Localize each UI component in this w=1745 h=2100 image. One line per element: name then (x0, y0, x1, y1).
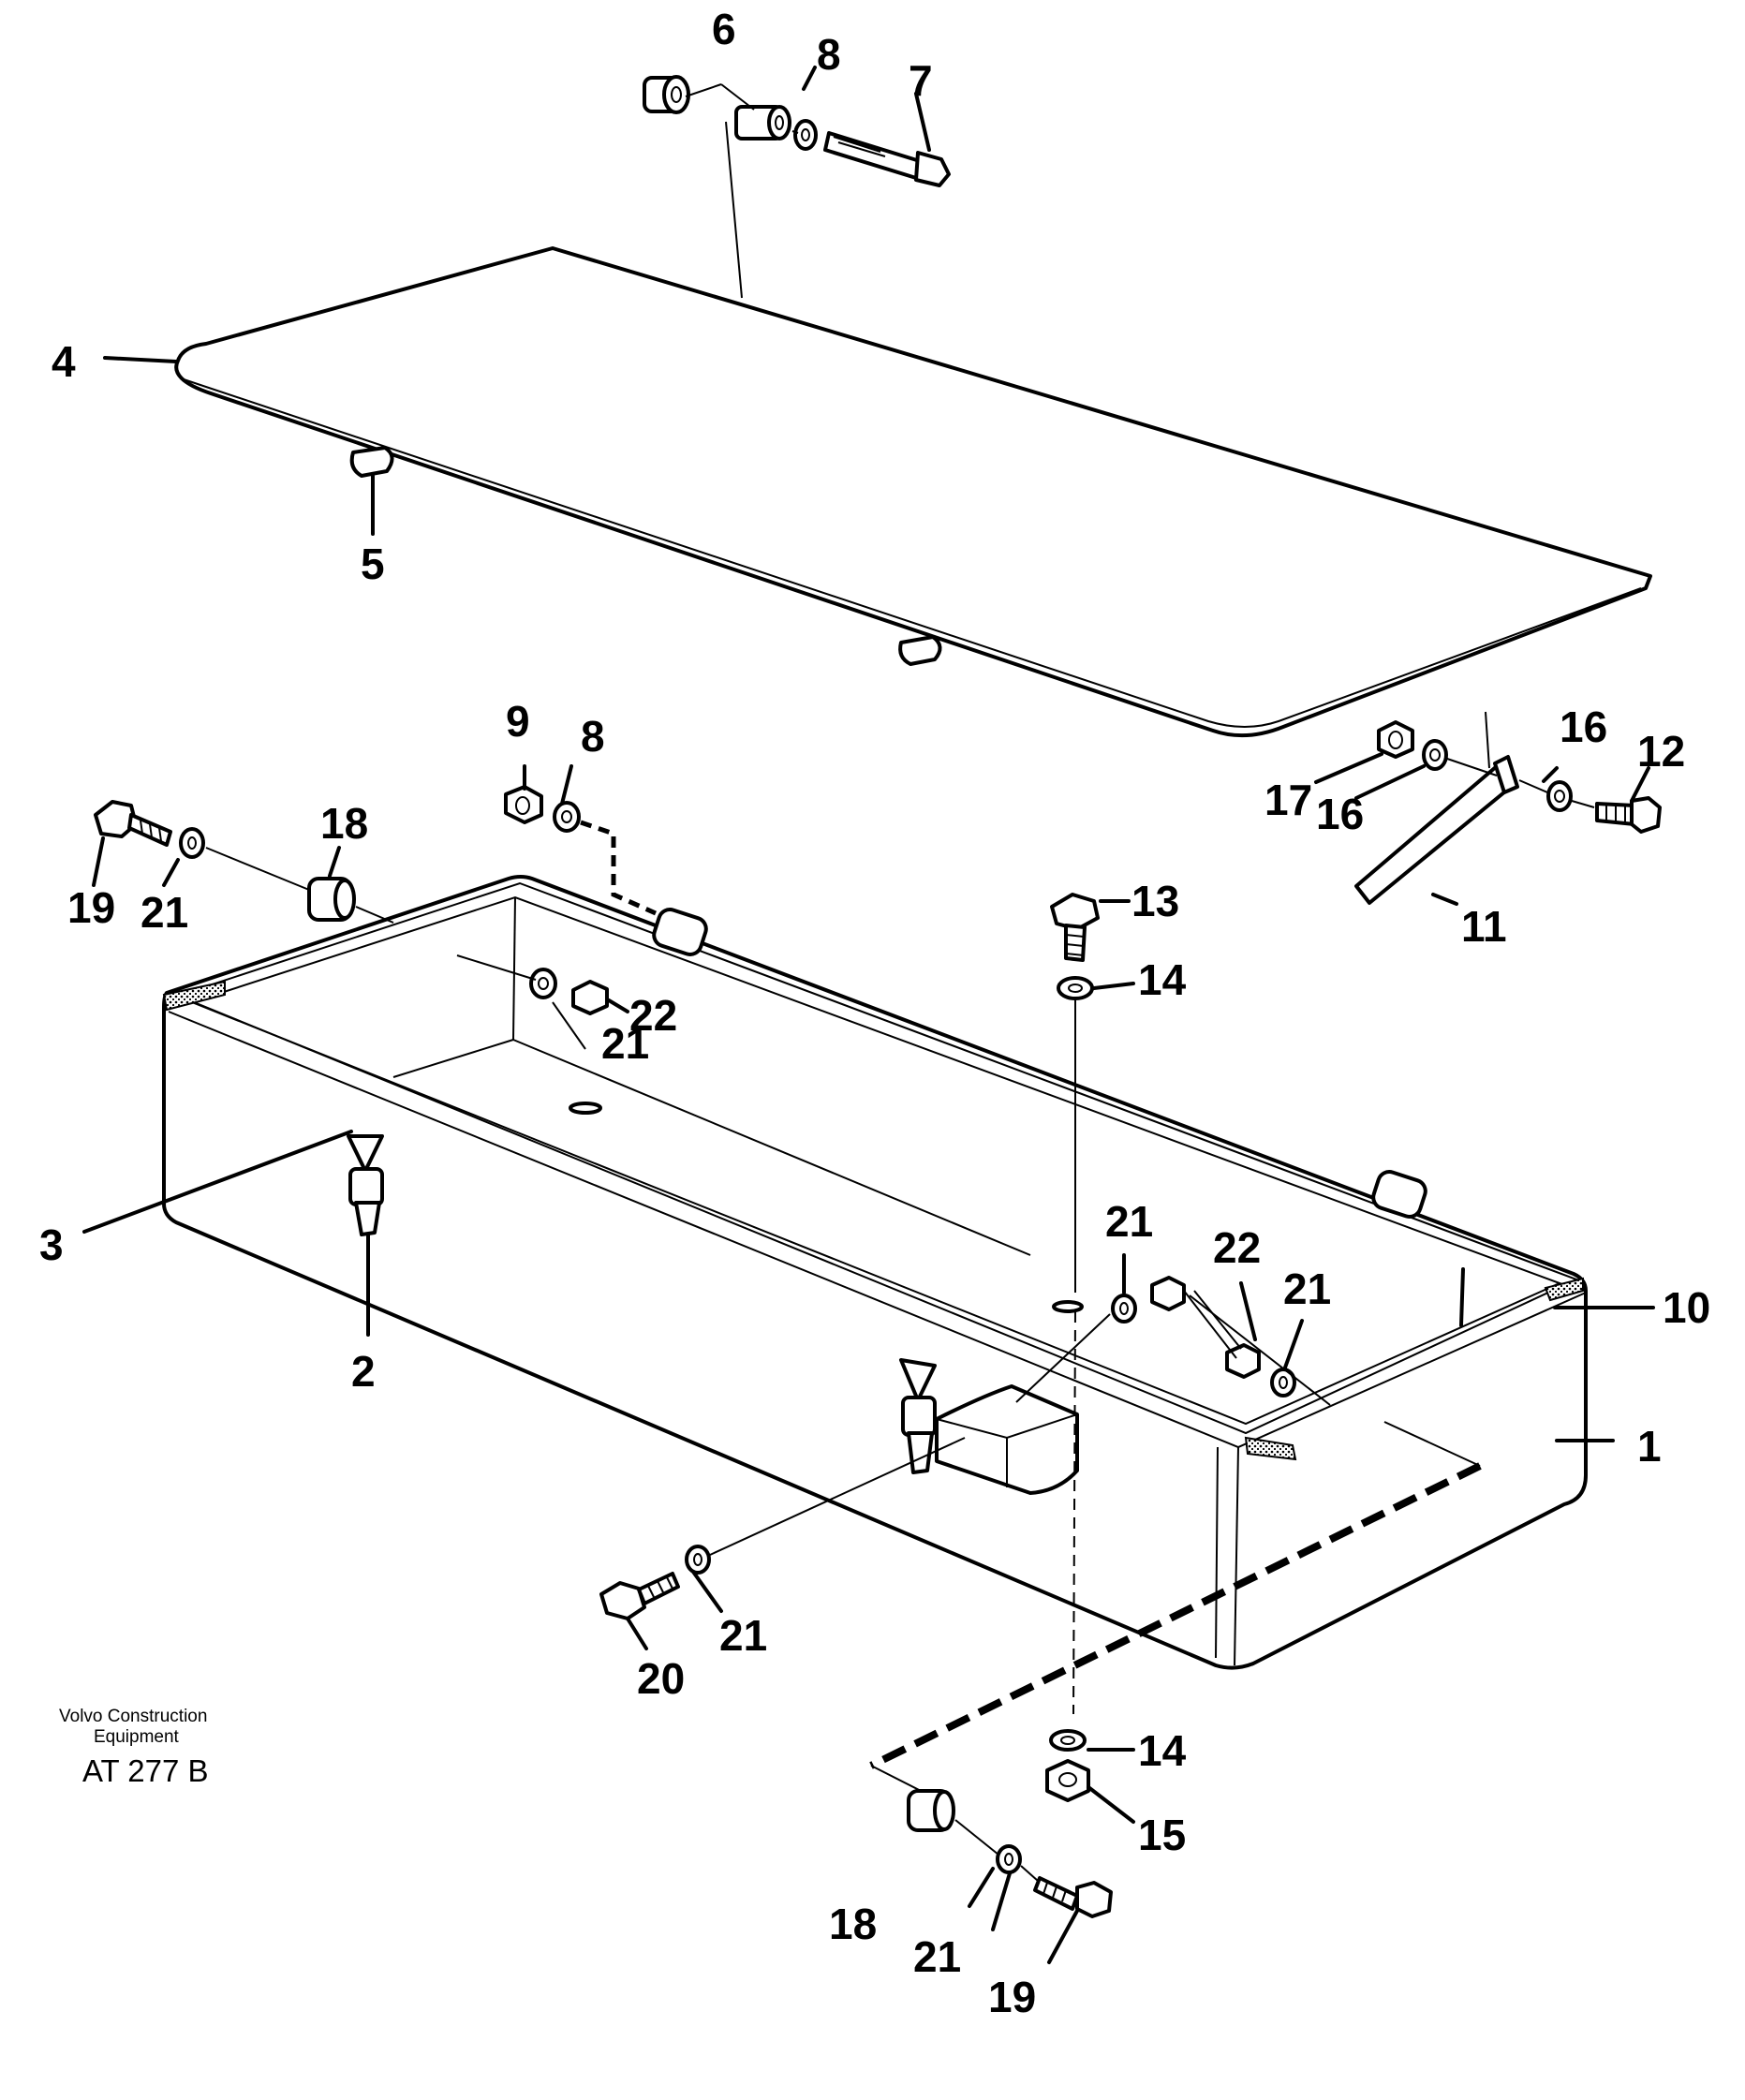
callout-14-bottom: 14 (1138, 1726, 1187, 1775)
bolt-12 (1595, 796, 1662, 834)
callout-16-right: 16 (1560, 702, 1607, 751)
lid-stay-link (1493, 755, 1519, 794)
callout-7: 7 (909, 56, 933, 105)
bolt-19-upper (94, 800, 172, 847)
washer-16-left (1422, 739, 1448, 771)
nut-22-inside (571, 980, 609, 1015)
rear-hinge-boss-left (652, 908, 708, 956)
callout-13: 13 (1131, 877, 1179, 925)
callout-19-bottom: 19 (988, 1973, 1036, 2021)
nut-22-mid-right (1150, 1276, 1186, 1311)
callout-9: 9 (506, 697, 530, 746)
lid-hinge-clip-left (349, 446, 394, 536)
bolt-13 (1050, 893, 1100, 962)
washer-21-mid-right (1111, 1294, 1137, 1324)
box-bracket (935, 1384, 1079, 1495)
storage-box (162, 875, 1588, 1670)
callout-18-bottom: 18 (829, 1900, 877, 1948)
callout-11: 11 (1461, 902, 1507, 951)
caption-company-line2: Equipment (94, 1727, 180, 1747)
drawing-number: AT 277 B (82, 1753, 209, 1788)
latch-left (347, 1134, 384, 1337)
washer-8-lower (553, 801, 581, 833)
washer-16-right (1546, 780, 1573, 812)
callout-21-inside: 21 (601, 1019, 649, 1068)
callout-20: 20 (637, 1654, 685, 1703)
spacer-18-upper (307, 877, 356, 922)
callout-5: 5 (361, 540, 385, 588)
nut-9 (504, 785, 543, 824)
spacer-18-lower (907, 1789, 955, 1832)
callout-22-right: 22 (1213, 1223, 1261, 1272)
nut-22-right (1225, 1343, 1261, 1379)
callout-1: 1 (1637, 1422, 1662, 1471)
callout-2: 2 (351, 1347, 376, 1396)
rear-hinge-boss-right (1371, 1170, 1427, 1219)
lid-hinge-clip-right (898, 635, 942, 666)
callout-18-top: 18 (320, 799, 368, 848)
washer-14-upper (1057, 976, 1094, 1000)
washer-21-upper-left (179, 827, 205, 859)
callout-19-top: 19 (67, 883, 115, 932)
latch-right (899, 1358, 937, 1474)
lid (103, 121, 1652, 769)
washer-14-lower (1049, 1729, 1087, 1752)
callout-17: 17 (1264, 776, 1312, 824)
washer-21-right (1270, 1368, 1296, 1398)
callout-14-top: 14 (1138, 955, 1187, 1004)
callout-21-front: 21 (719, 1611, 767, 1660)
callout-22-inside: 22 (629, 991, 677, 1040)
washer-21-lower (996, 1844, 1022, 1874)
callout-21-left: 21 (140, 888, 188, 937)
callout-8-mid: 8 (581, 712, 605, 761)
callout-15: 15 (1138, 1811, 1186, 1859)
hinge-bushing (734, 105, 791, 140)
washer-top (793, 119, 818, 151)
callout-3: 3 (39, 1220, 64, 1269)
hinge-bushing-flanged (643, 75, 690, 114)
callout-10: 10 (1663, 1283, 1710, 1332)
bolt-20 (599, 1572, 680, 1620)
callout-21-right: 21 (1283, 1264, 1331, 1313)
callout-8-top: 8 (817, 30, 841, 79)
callout-16-left: 16 (1316, 790, 1364, 838)
washer-21-inside (529, 968, 557, 999)
callout-4: 4 (52, 337, 76, 386)
nut-15 (1045, 1759, 1090, 1802)
bolt-19-lower (1033, 1876, 1113, 1918)
nut-17 (1377, 720, 1414, 759)
callout-6: 6 (712, 5, 736, 53)
caption-company-line1: Volvo Construction (59, 1707, 207, 1726)
callout-21-mid: 21 (1105, 1197, 1153, 1246)
washer-21-front (685, 1545, 711, 1575)
hinge-bolt-long (823, 131, 951, 187)
callout-21-bottom: 21 (913, 1932, 961, 1981)
callout-12: 12 (1637, 727, 1685, 776)
